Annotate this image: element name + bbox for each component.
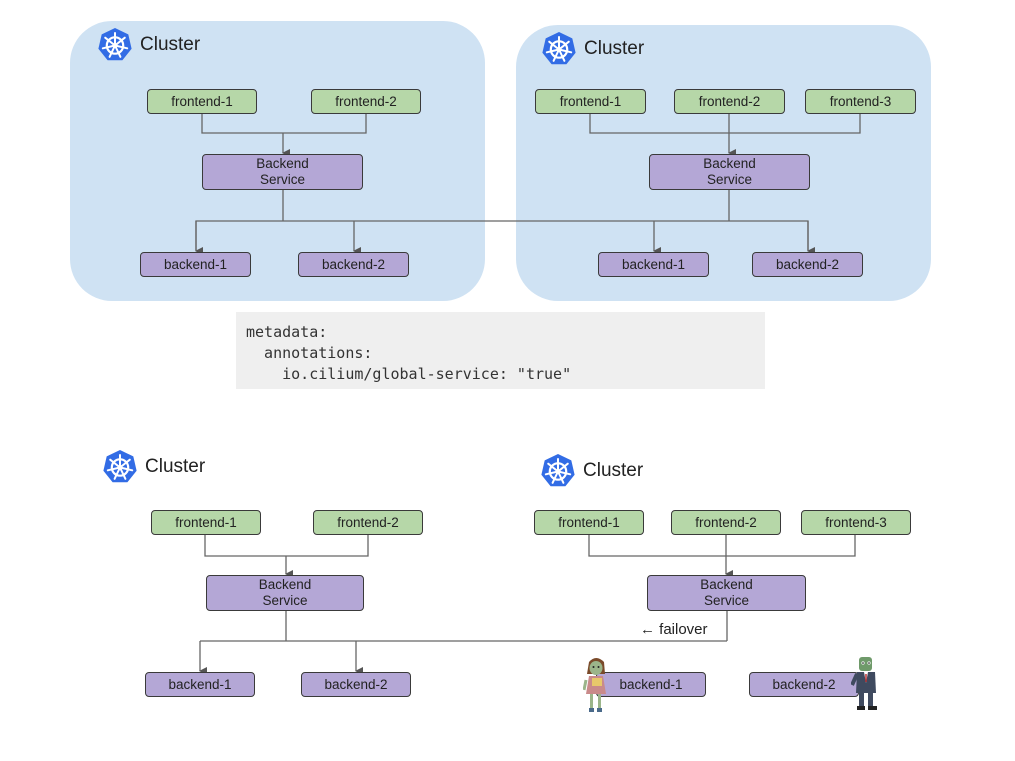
node-label: frontend-2 bbox=[698, 93, 761, 109]
kubernetes-icon bbox=[102, 449, 138, 485]
node-label: frontend-2 bbox=[695, 514, 757, 530]
zombie-man-icon bbox=[851, 657, 877, 710]
frontend-2-node: frontend-2 bbox=[311, 89, 421, 114]
backend-2-node: backend-2 bbox=[749, 672, 859, 697]
cluster-header: Cluster bbox=[540, 453, 643, 489]
node-label: Backend Service bbox=[258, 577, 312, 608]
cluster-header: Cluster bbox=[97, 27, 200, 63]
node-label: frontend-3 bbox=[829, 93, 892, 109]
cluster-header: Cluster bbox=[102, 449, 205, 485]
node-label: frontend-1 bbox=[559, 93, 622, 109]
cluster-title: Cluster bbox=[140, 34, 201, 55]
cluster-header: Cluster bbox=[541, 31, 644, 67]
frontend-2-node: frontend-2 bbox=[313, 510, 423, 535]
zombie-girl-icon bbox=[583, 658, 606, 712]
backend-service-node: Backend Service bbox=[206, 575, 364, 611]
node-label: frontend-1 bbox=[171, 93, 233, 109]
node-label: frontend-1 bbox=[175, 514, 237, 530]
frontend-1-node: frontend-1 bbox=[534, 510, 644, 535]
node-label: backend-1 bbox=[619, 676, 683, 692]
backend-1-node: backend-1 bbox=[596, 672, 706, 697]
node-label: frontend-3 bbox=[825, 514, 887, 530]
backend-2-node: backend-2 bbox=[298, 252, 409, 277]
backend-1-node: backend-1 bbox=[598, 252, 709, 277]
annotation-code-block: metadata: annotations: io.cilium/global-… bbox=[236, 312, 765, 389]
node-label: Backend Service bbox=[703, 156, 756, 187]
backend-1-node: backend-1 bbox=[140, 252, 251, 277]
backend-service-node: Backend Service bbox=[649, 154, 810, 190]
code-line: metadata: bbox=[246, 323, 328, 341]
node-label: backend-2 bbox=[775, 256, 840, 272]
frontend-3-node: frontend-3 bbox=[801, 510, 911, 535]
node-label: backend-2 bbox=[772, 676, 836, 692]
cluster-title: Cluster bbox=[583, 460, 644, 481]
code-line: io.cilium/global-service: "true" bbox=[246, 365, 572, 383]
node-label: backend-1 bbox=[621, 256, 686, 272]
frontend-1-node: frontend-1 bbox=[147, 89, 257, 114]
frontend-1-node: frontend-1 bbox=[535, 89, 646, 114]
node-label: backend-2 bbox=[324, 676, 388, 692]
frontend-3-node: frontend-3 bbox=[805, 89, 916, 114]
kubernetes-icon bbox=[540, 453, 576, 489]
backend-2-node: backend-2 bbox=[752, 252, 863, 277]
node-label: backend-1 bbox=[168, 676, 232, 692]
backend-1-node: backend-1 bbox=[145, 672, 255, 697]
failover-label: ← failover bbox=[640, 621, 708, 638]
node-label: backend-1 bbox=[163, 256, 228, 272]
node-label: frontend-1 bbox=[558, 514, 620, 530]
backend-service-node: Backend Service bbox=[202, 154, 363, 190]
node-label: backend-2 bbox=[321, 256, 386, 272]
node-label: Backend Service bbox=[700, 577, 753, 608]
backend-service-node: Backend Service bbox=[647, 575, 806, 611]
frontend-1-node: frontend-1 bbox=[151, 510, 261, 535]
backend-2-node: backend-2 bbox=[301, 672, 411, 697]
cluster-title: Cluster bbox=[584, 38, 645, 59]
code-line: annotations: bbox=[246, 344, 373, 362]
node-label: Backend Service bbox=[256, 156, 309, 187]
node-label: frontend-2 bbox=[335, 93, 397, 109]
frontend-2-node: frontend-2 bbox=[671, 510, 781, 535]
frontend-2-node: frontend-2 bbox=[674, 89, 785, 114]
node-label: frontend-2 bbox=[337, 514, 399, 530]
cluster-title: Cluster bbox=[145, 456, 206, 477]
